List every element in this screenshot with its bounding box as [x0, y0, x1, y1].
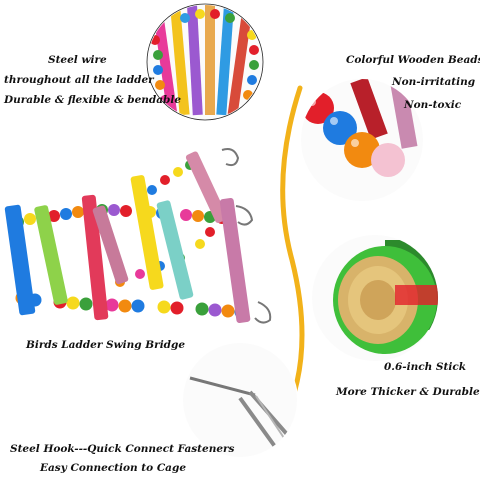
label-beads-line2: Non-irritating	[392, 76, 476, 88]
stick-2	[34, 205, 68, 305]
label-hook: Steel Hook---Quick Connect Fasteners	[10, 443, 235, 455]
small-hook-mid	[235, 205, 254, 226]
stick-4	[92, 205, 129, 285]
label-stick-line2: More Thicker & Durable	[336, 386, 480, 398]
label-steel-wire-line2: throughout all the ladder	[4, 74, 154, 86]
hook-closeup	[182, 342, 298, 458]
stick-3	[81, 194, 109, 321]
stick-6	[156, 200, 194, 300]
label-stick: 0.6-inch Stick	[384, 361, 467, 373]
stick-7	[185, 151, 228, 223]
small-hook-low	[254, 301, 272, 324]
label-bridge: Birds Ladder Swing Bridge	[26, 339, 186, 351]
steel-wire-closeup	[146, 3, 264, 121]
small-hook-top	[221, 148, 240, 167]
label-steel-wire: Steel wire	[48, 54, 107, 66]
beads-closeup	[300, 78, 424, 202]
stick-5	[130, 175, 164, 290]
stick-closeup	[311, 234, 439, 362]
decorative-arc	[280, 85, 305, 403]
label-steel-wire-line3: Durable & flexible & bendable	[4, 94, 182, 106]
stick-1	[4, 204, 36, 316]
ladder-bridge-product	[4, 148, 272, 324]
label-beads-line3: Non-toxic	[404, 99, 462, 111]
stick-8	[219, 198, 251, 323]
label-hook-line2: Easy Connection to Cage	[40, 462, 187, 474]
label-beads: Colorful Wooden Beads	[346, 54, 480, 66]
bead-row-bottom	[15, 291, 248, 319]
